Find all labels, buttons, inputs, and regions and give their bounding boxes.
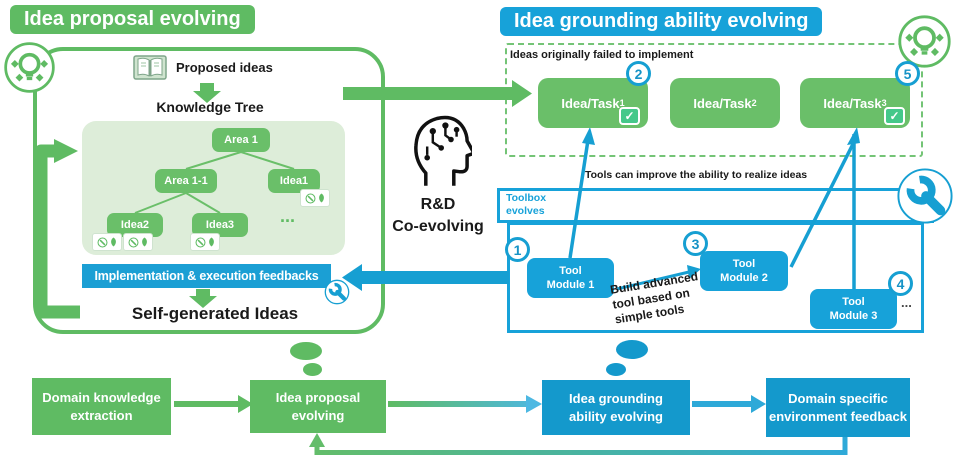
mini-wrench-icon — [97, 237, 107, 247]
flow-box-idea-proposal: Idea proposal evolving — [250, 380, 386, 433]
step-number: 3 — [691, 235, 700, 252]
tree-node-area11: Area 1-1 — [155, 169, 217, 193]
leaf-icon — [318, 193, 324, 203]
thought-dot — [616, 340, 648, 359]
flow-box-label: Idea proposal evolving — [275, 389, 361, 423]
book-icon — [133, 54, 167, 86]
flow-box-label: Idea grounding ability evolving — [569, 390, 663, 424]
tree-node-label: Idea1 — [279, 175, 309, 187]
tool-leaf-badge — [123, 233, 153, 251]
knowledge-tree-label: Knowledge Tree — [156, 99, 264, 115]
mini-wrench-icon — [128, 237, 138, 247]
step-badge-1: 1 — [505, 237, 530, 262]
tool-module-2-box: Tool Module 2 — [700, 251, 788, 291]
step-badge-3: 3 — [683, 231, 708, 256]
check-glyph: ✓ — [624, 109, 635, 123]
mini-wrench-icon — [305, 193, 315, 203]
check-glyph: ✓ — [889, 109, 900, 123]
left-header-label: Idea proposal evolving — [24, 8, 241, 30]
tree-node-label: Idea2 — [120, 219, 150, 231]
idea-task-label: Idea/Task — [823, 95, 882, 111]
tree-node-area1: Area 1 — [212, 128, 270, 152]
step-badge-4: 4 — [888, 271, 913, 296]
flow-box-idea-grounding: Idea grounding ability evolving — [542, 380, 690, 435]
self-generated-label: Self-generated Ideas — [131, 304, 299, 323]
implementation-feedback-banner: Implementation & execution feedbacks — [82, 264, 331, 288]
tree-node-label: Idea3 — [205, 219, 235, 231]
thought-dot — [303, 363, 322, 376]
mini-wrench-icon — [195, 237, 205, 247]
module-ellipsis: ... — [901, 295, 912, 310]
wrench-icon — [324, 279, 350, 310]
step-number: 5 — [903, 65, 912, 82]
tool-module-1-box: Tool Module 1 — [527, 258, 614, 298]
tool-module-3-box: Tool Module 3 — [810, 289, 897, 329]
thought-dot — [290, 342, 322, 360]
idea-task-label: Idea/Task — [693, 95, 752, 111]
left-header: Idea proposal evolving — [10, 5, 255, 34]
wrench-icon — [896, 167, 954, 230]
proposed-ideas-label: Proposed ideas — [176, 60, 273, 75]
rd-label-line2: Co-evolving — [392, 218, 484, 235]
tool-module-label: Tool Module 1 — [546, 264, 595, 291]
tree-node-label: Area 1 — [224, 134, 258, 146]
right-header: Idea grounding ability evolving — [500, 7, 823, 36]
step-badge-5: 5 — [895, 61, 920, 86]
tool-leaf-badge — [190, 233, 220, 251]
step-number: 4 — [896, 275, 905, 292]
failed-ideas-label: Ideas originally failed to implement — [510, 49, 694, 61]
flow-box-label: Domain knowledge extraction — [42, 389, 161, 423]
step-badge-2: 2 — [626, 61, 651, 86]
flow-box-domain-knowledge: Domain knowledge extraction — [32, 378, 171, 435]
step-number: 1 — [513, 241, 522, 258]
idea-task-sub: 3 — [881, 98, 887, 108]
lightbulb-icon — [2, 40, 57, 100]
tool-module-label: Tool Module 3 — [829, 295, 878, 322]
tool-module-label: Tool Module 2 — [720, 257, 768, 284]
tree-node-label: Area 1-1 — [164, 175, 208, 187]
step-number: 2 — [634, 65, 643, 82]
idea-task-sub: 1 — [619, 98, 625, 108]
toolbox-evolves-label: Toolbox evolves — [506, 192, 547, 218]
tree-ellipsis: ... — [280, 206, 296, 226]
leaf-icon — [110, 237, 116, 247]
tool-leaf-badge — [300, 189, 330, 207]
tools-improve-note: Tools can improve the ability to realize… — [585, 169, 808, 181]
lightbulb-icon — [896, 13, 953, 75]
flow-box-label: Domain specific environment feedback — [769, 390, 907, 424]
idea-task-sub: 2 — [751, 98, 757, 108]
tool-leaf-badge — [92, 233, 122, 251]
leaf-icon — [141, 237, 147, 247]
rd-label-line1: R&D — [420, 196, 456, 213]
flow-box-environment-feedback: Domain specific environment feedback — [766, 378, 910, 437]
idea-task-label: Idea/Task — [561, 95, 620, 111]
check-icon: ✓ — [619, 107, 640, 125]
right-header-label: Idea grounding ability evolving — [514, 10, 809, 32]
thought-dot — [606, 363, 626, 376]
feedback-banner-label: Implementation & execution feedbacks — [94, 269, 319, 283]
head-circuit-icon — [402, 110, 475, 195]
check-icon: ✓ — [884, 107, 905, 125]
leaf-icon — [208, 237, 214, 247]
